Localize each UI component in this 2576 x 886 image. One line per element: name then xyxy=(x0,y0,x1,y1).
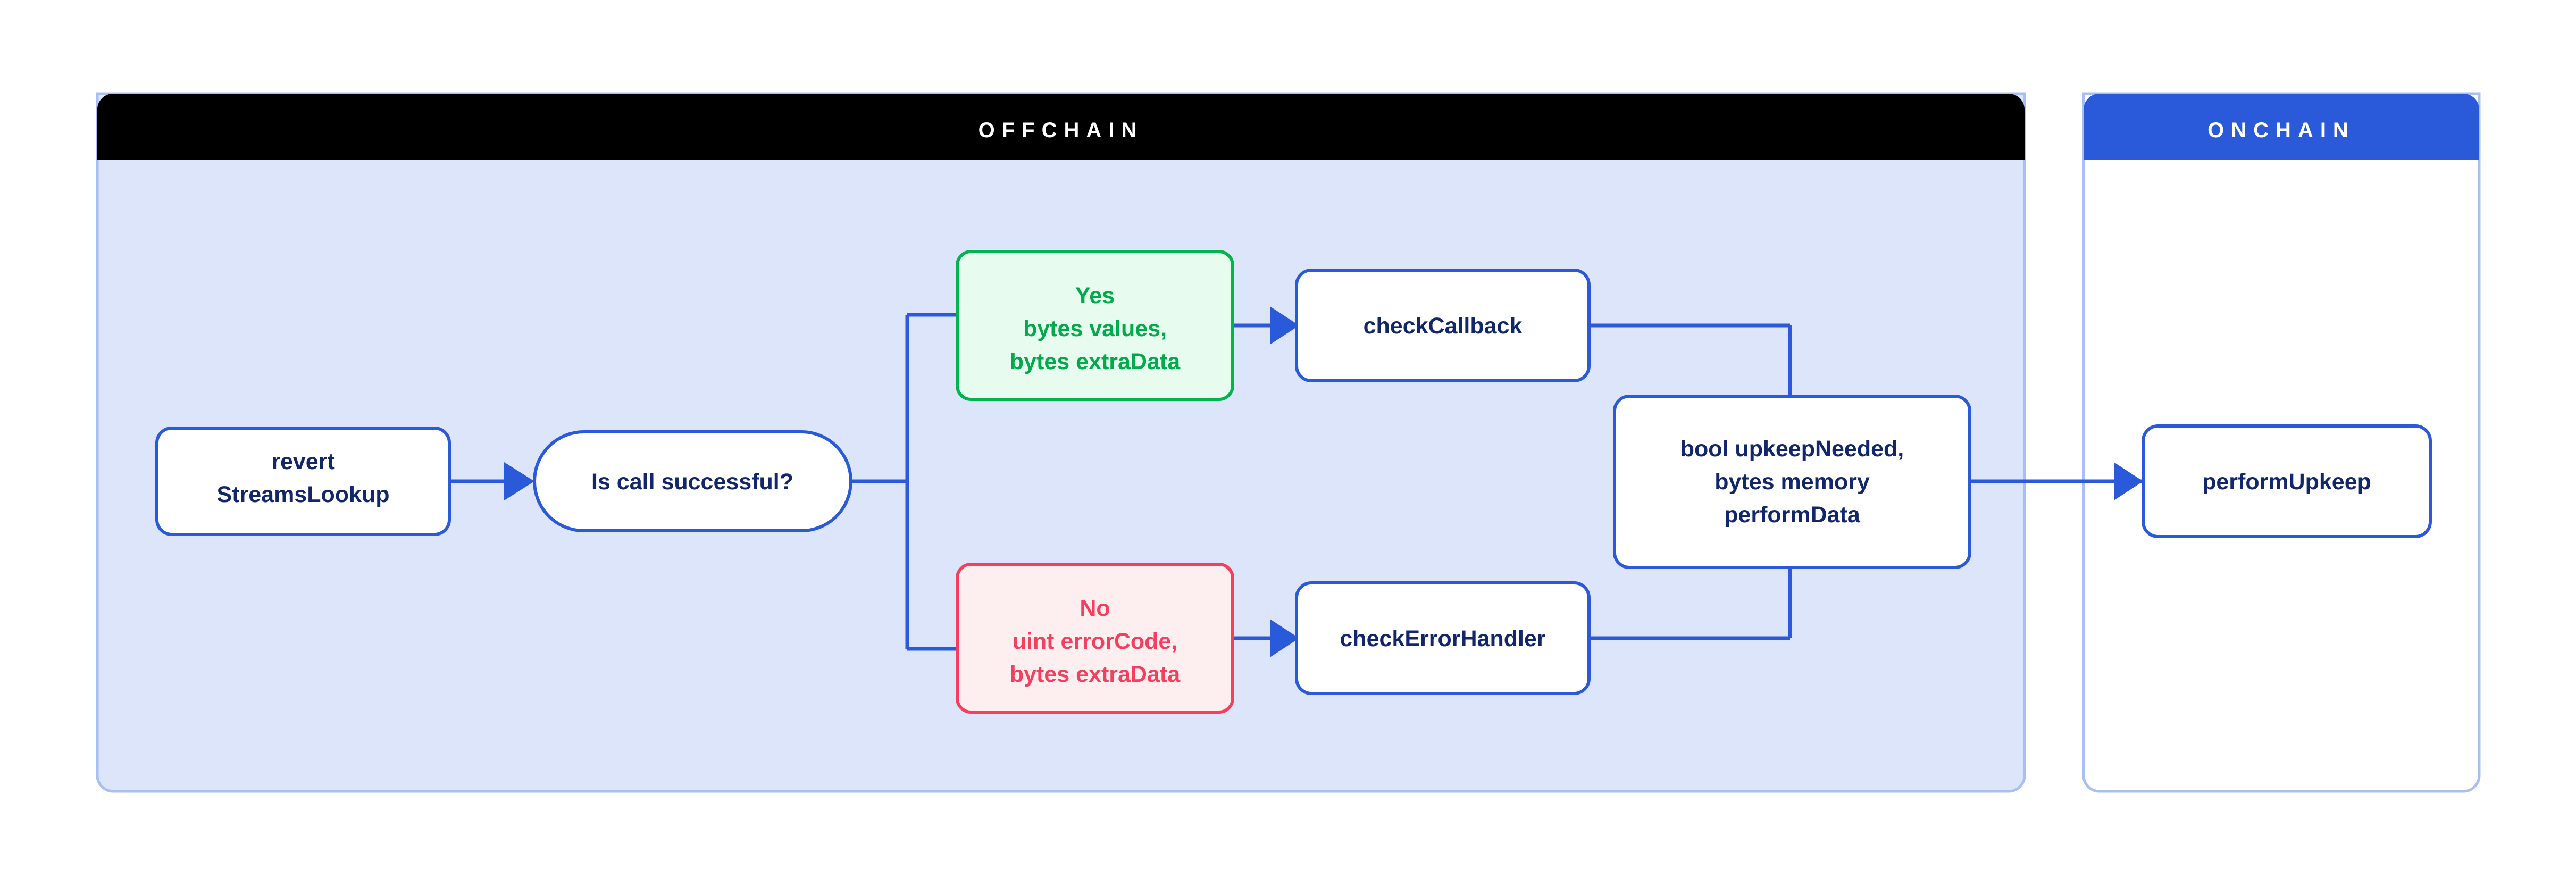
node-perform-upkeep-box[interactable] xyxy=(2142,424,2432,538)
arrowhead-checkerrorhandler-in xyxy=(1270,619,1299,657)
offchain-panel-title: OFFCHAIN xyxy=(978,119,1144,142)
node-revert-streamslookup-line2: StreamsLookup xyxy=(217,482,390,507)
node-is-call-successful[interactable]: Is call successful? xyxy=(533,430,852,532)
node-no-branch-line1: No xyxy=(1080,596,1110,621)
arrowhead-performupkeep-in xyxy=(2114,462,2143,500)
node-upkeep-needed[interactable]: bool upkeepNeeded, bytes memory performD… xyxy=(1613,395,1971,569)
node-is-call-successful-box[interactable] xyxy=(533,430,852,532)
node-upkeep-needed-line2: bytes memory xyxy=(1714,469,1870,495)
node-check-error-handler-label: checkErrorHandler xyxy=(1340,626,1545,651)
node-yes-branch-line3: bytes extraData xyxy=(1010,349,1181,374)
offchain-header-bar xyxy=(97,94,2025,160)
onchain-header-bar xyxy=(2084,94,2479,160)
connector-layer xyxy=(449,306,2143,657)
node-upkeep-needed-line3: performData xyxy=(1724,502,1861,528)
node-no-branch-box[interactable] xyxy=(956,563,1234,714)
node-yes-branch-line1: Yes xyxy=(1075,283,1115,308)
node-yes-branch-box[interactable] xyxy=(956,250,1234,401)
node-revert-streamslookup-line1: revert xyxy=(271,449,335,474)
node-perform-upkeep[interactable]: performUpkeep xyxy=(2142,424,2432,538)
arrowhead-decision-in xyxy=(504,462,534,500)
node-check-error-handler-box[interactable] xyxy=(1295,581,1591,695)
node-upkeep-needed-line1: bool upkeepNeeded, xyxy=(1680,436,1904,462)
node-revert-streamslookup-box[interactable] xyxy=(155,427,451,536)
node-no-branch[interactable]: No uint errorCode, bytes extraData xyxy=(956,563,1234,714)
node-upkeep-needed-box[interactable] xyxy=(1613,395,1971,569)
node-check-callback[interactable]: checkCallback xyxy=(1295,269,1591,382)
onchain-panel-title: ONCHAIN xyxy=(2207,119,2355,142)
node-yes-branch-line2: bytes values, xyxy=(1023,316,1167,341)
node-yes-branch[interactable]: Yes bytes values, bytes extraData xyxy=(956,250,1234,401)
arrowhead-checkcallback-in xyxy=(1270,306,1299,345)
node-revert-streamslookup[interactable]: revert StreamsLookup xyxy=(155,427,451,536)
node-perform-upkeep-label: performUpkeep xyxy=(2202,469,2371,495)
node-is-call-successful-label: Is call successful? xyxy=(591,469,793,495)
node-no-branch-line2: uint errorCode, xyxy=(1013,629,1178,654)
node-no-branch-line3: bytes extraData xyxy=(1010,662,1181,687)
node-check-callback-box[interactable] xyxy=(1295,269,1591,382)
node-check-callback-label: checkCallback xyxy=(1364,313,1523,339)
node-check-error-handler[interactable]: checkErrorHandler xyxy=(1295,581,1591,695)
